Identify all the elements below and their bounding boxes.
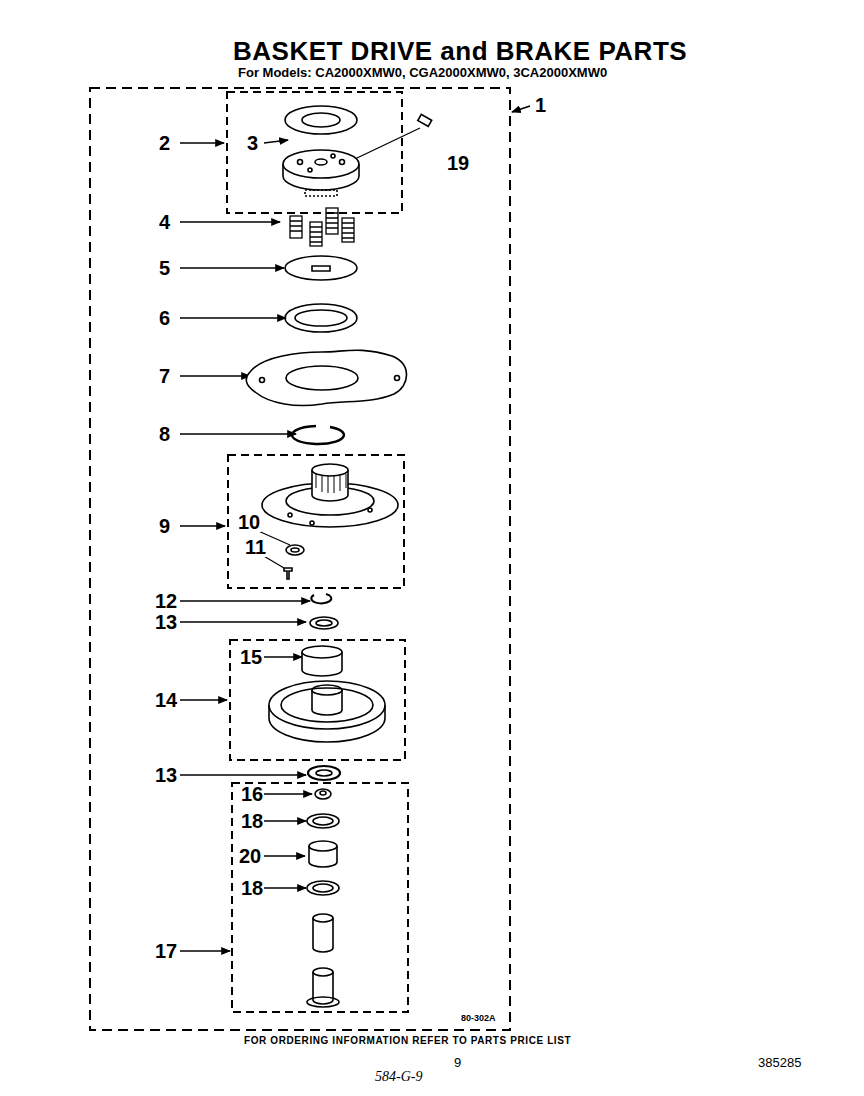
callout-number: 20 xyxy=(238,846,262,866)
document-number: 385285 xyxy=(757,1056,802,1069)
callout-number: 4 xyxy=(158,212,171,232)
callout-number: 19 xyxy=(446,153,470,173)
callout-number: 5 xyxy=(158,258,171,278)
callout-number: 13 xyxy=(154,612,178,632)
callout-number: 10 xyxy=(237,512,261,532)
callout-number: 17 xyxy=(154,941,178,961)
callout-number: 8 xyxy=(158,424,171,444)
callout-number: 11 xyxy=(244,537,267,557)
handwritten-note: 584-G-9 xyxy=(374,1070,423,1084)
drawing-number: 80-302A xyxy=(460,1014,497,1023)
callout-number: 3 xyxy=(246,133,259,153)
callout-number: 6 xyxy=(158,308,171,328)
footer-note: FOR ORDERING INFORMATION REFER TO PARTS … xyxy=(243,1036,572,1046)
callout-number: 1 xyxy=(534,95,547,115)
callout-number: 7 xyxy=(158,366,171,386)
callout-number: 18 xyxy=(240,811,264,831)
model-list: For Models: CA2000XMW0, CGA2000XMW0, 3CA… xyxy=(237,66,608,79)
callout-number: 16 xyxy=(240,784,264,804)
page-number: 9 xyxy=(453,1056,462,1069)
callout-number: 14 xyxy=(154,690,178,710)
callout-number: 18 xyxy=(240,878,264,898)
callout-number: 2 xyxy=(158,133,171,153)
diagram-title: BASKET DRIVE and BRAKE PARTS xyxy=(232,38,688,64)
callout-number: 15 xyxy=(239,647,263,667)
callout-number: 13 xyxy=(154,765,178,785)
callout-number: 9 xyxy=(158,516,171,536)
callout-number: 12 xyxy=(154,591,178,611)
